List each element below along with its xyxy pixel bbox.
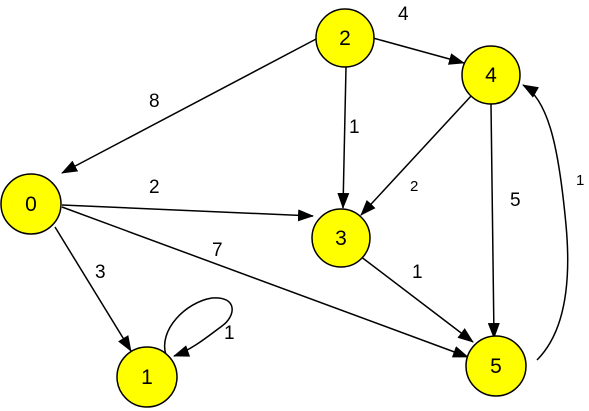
edge-2-to-0 — [61, 37, 319, 174]
node-0: 0 — [0, 173, 62, 235]
weight-5-to-4: 1 — [576, 172, 584, 189]
node-label: 0 — [25, 193, 37, 216]
weight-2-to-4: 4 — [398, 4, 409, 25]
edge-0-to-3 — [61, 204, 314, 222]
edge-5-to-4 — [522, 84, 569, 361]
node-2: 2 — [315, 8, 375, 68]
node-5: 5 — [465, 335, 527, 397]
node-1: 1 — [116, 346, 178, 408]
node-label: 3 — [335, 227, 347, 250]
node-3: 3 — [311, 208, 371, 268]
edge-2-to-4 — [372, 37, 465, 65]
edge-1-to-1 — [163, 297, 233, 357]
node-label: 2 — [339, 27, 351, 50]
edge-0-to-5 — [61, 206, 469, 358]
node-label: 5 — [490, 355, 502, 378]
weight-1-to-1: 1 — [224, 323, 235, 344]
weight-0-to-5: 7 — [212, 240, 223, 261]
edges — [54, 37, 569, 361]
node-label: 1 — [141, 366, 153, 389]
edge-3-to-5 — [359, 255, 474, 343]
weight-4-to-5: 5 — [510, 190, 521, 211]
weight-4-to-3: 2 — [410, 178, 418, 195]
node-4: 4 — [461, 45, 521, 105]
weight-0-to-1: 3 — [95, 262, 106, 283]
node-label: 4 — [485, 64, 497, 87]
edge-0-to-1 — [54, 226, 132, 352]
edge-4-to-5 — [487, 103, 500, 339]
nodes: 0 1 2 3 4 5 — [0, 8, 527, 408]
weight-2-to-0: 8 — [149, 91, 160, 112]
weight-3-to-5: 1 — [412, 262, 423, 283]
weight-0-to-3: 2 — [149, 177, 160, 198]
edge-2-to-3 — [337, 66, 350, 209]
weight-2-to-3: 1 — [349, 117, 360, 138]
edge-4-to-3 — [360, 94, 473, 216]
edge-labels: 8 4 1 2 7 3 1 2 5 1 1 — [95, 4, 584, 344]
